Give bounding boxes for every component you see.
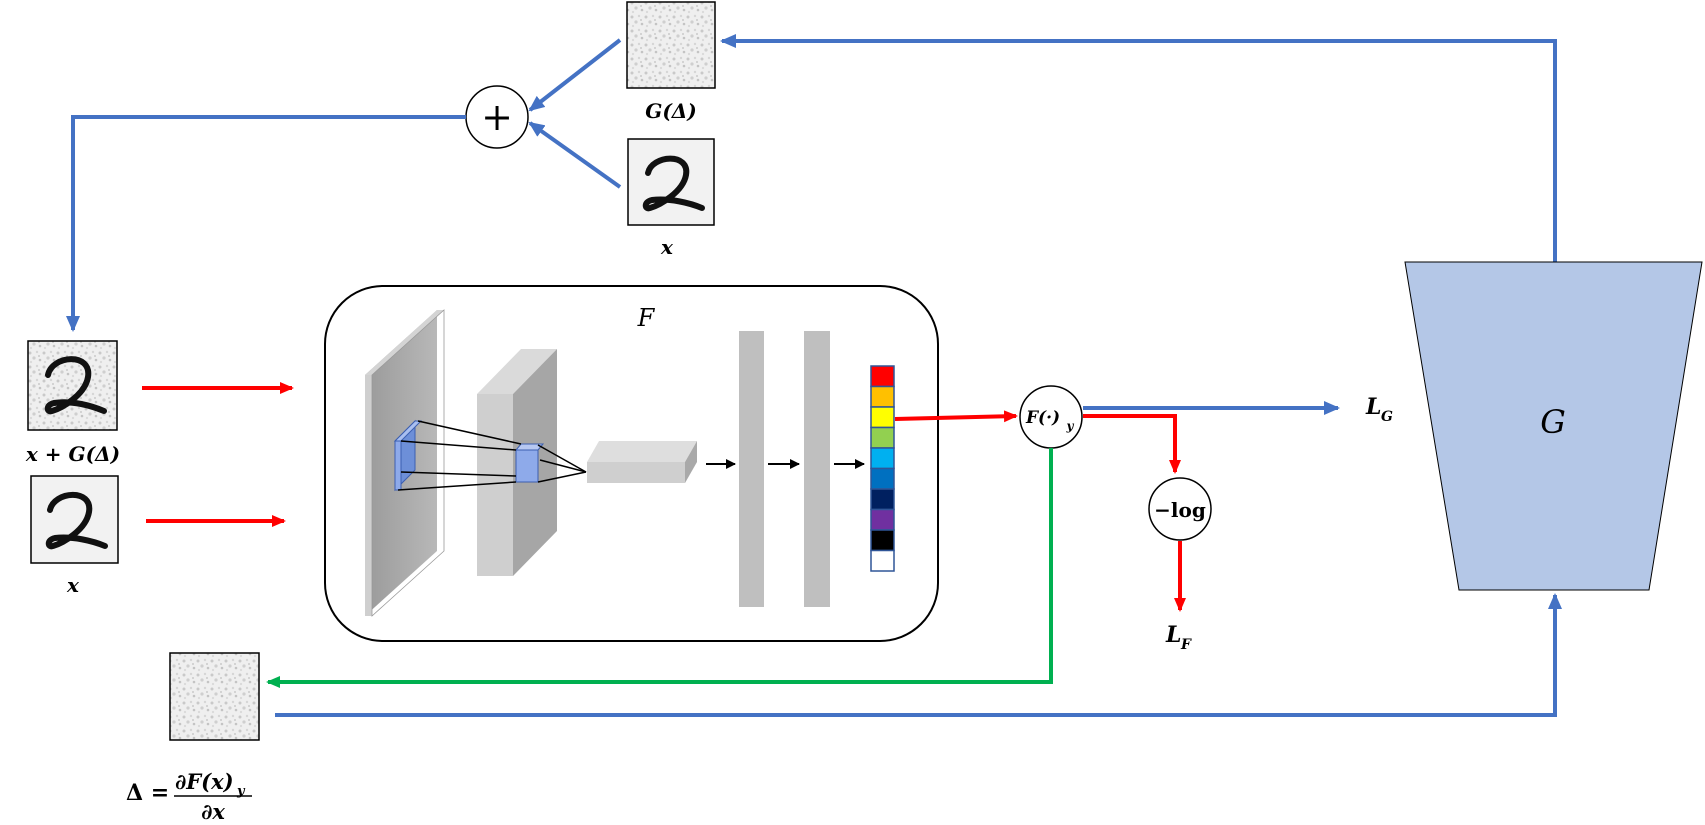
output-cell xyxy=(870,406,895,429)
delta-formula: Δ = ∂F(x) y ∂x xyxy=(126,769,252,824)
g-delta-label: G(Δ) xyxy=(645,99,697,123)
kernel-projection-lines xyxy=(397,420,587,491)
generator-label: G xyxy=(1540,403,1566,441)
output-cell xyxy=(870,529,895,552)
output-cell xyxy=(870,365,895,388)
fc-layer-1 xyxy=(739,331,764,607)
delta-lhs: Δ = xyxy=(126,780,169,806)
arrow-fnode-to-neglog xyxy=(1083,414,1181,474)
output-cell xyxy=(870,426,895,449)
delta-numerator-subscript: y xyxy=(236,784,246,799)
adversarial-digit-image xyxy=(27,340,118,431)
arrow-delta-to-generator xyxy=(275,593,1562,717)
loss-f-label: L F xyxy=(1165,622,1192,653)
feature-block xyxy=(587,441,697,483)
arrow-add-to-adversarial xyxy=(66,115,466,332)
arrow-generator-to-perturbation xyxy=(720,34,1557,262)
output-cell xyxy=(870,488,895,511)
gradient-image xyxy=(169,652,260,741)
arrow-gradient-to-delta xyxy=(266,448,1053,688)
generator-block: G xyxy=(1404,261,1703,591)
f-output-node: F(·) y xyxy=(1019,385,1083,449)
f-box-label: F xyxy=(637,304,656,332)
x-top-label: x xyxy=(660,235,674,259)
kernel-2 xyxy=(514,443,545,483)
conv-layer-2 xyxy=(477,349,557,576)
output-cell xyxy=(870,467,895,490)
arrow-x-to-add xyxy=(528,121,622,189)
delta-numerator: ∂F(x) xyxy=(175,769,234,794)
input-digit-image-top xyxy=(627,138,715,226)
x-plus-g-label: x + G(Δ) xyxy=(25,442,120,466)
input-digit-image-left xyxy=(30,475,119,564)
output-cell xyxy=(870,508,895,531)
f-node-subscript: y xyxy=(1066,419,1075,433)
neg-log-node: −log xyxy=(1148,477,1212,541)
output-cell xyxy=(870,549,895,572)
lf-subscript: F xyxy=(1180,637,1192,653)
x-left-label: x xyxy=(66,573,80,597)
f-node-label: F(·) xyxy=(1025,408,1060,428)
output-cell xyxy=(870,385,895,408)
plus-symbol: + xyxy=(481,95,513,139)
perturbation-image xyxy=(626,1,716,89)
neg-log-label: −log xyxy=(1154,498,1206,522)
output-vector xyxy=(870,365,895,572)
output-cell xyxy=(870,447,895,470)
loss-g-label: L G xyxy=(1365,394,1393,425)
arrow-output-to-fnode xyxy=(894,410,1018,423)
fc-layer-2 xyxy=(804,331,830,607)
add-node: + xyxy=(465,85,529,149)
arrow-gdelta-to-add xyxy=(528,38,622,112)
lg-subscript: G xyxy=(1381,409,1393,425)
lf-main: L xyxy=(1165,622,1181,648)
delta-denominator: ∂x xyxy=(201,799,225,824)
lg-main: L xyxy=(1365,394,1381,420)
